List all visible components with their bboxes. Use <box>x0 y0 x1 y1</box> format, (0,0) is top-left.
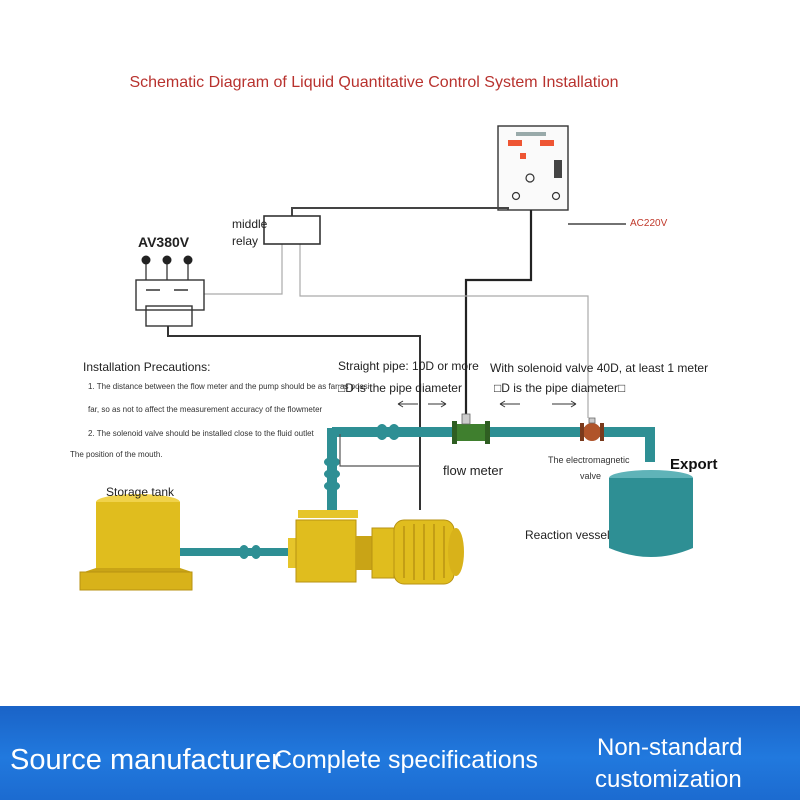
precaution-line1: 1. The distance between the flow meter a… <box>88 382 370 391</box>
relay-label-line2: relay <box>232 234 259 248</box>
banner-non-standard: Non-standard <box>597 734 743 761</box>
banner-complete-specifications: Complete specifications <box>274 746 539 774</box>
reaction-vessel-device <box>609 470 693 557</box>
solenoid-valve-label-line2: valve <box>580 471 602 481</box>
solenoid-valve-label-line1: The electromagnetic <box>548 455 630 465</box>
middle-relay <box>263 215 321 245</box>
promo-banner: Source manufacturer Complete specificati… <box>0 706 800 800</box>
pump-motor-device <box>288 510 464 585</box>
export-label: Export <box>670 456 718 473</box>
banner-source-manufacturer: Source manufacturer <box>10 744 281 776</box>
contactor <box>135 279 205 327</box>
precaution-line2: far, so as not to affect the measurement… <box>88 405 323 414</box>
control-instrument <box>497 125 569 211</box>
flow-meter-label: flow meter <box>443 463 503 478</box>
reaction-vessel-label: Reaction vessel <box>525 528 610 542</box>
storage-tank-label: Storage tank <box>106 485 175 499</box>
straight-pipe-line1: Straight pipe: 10D or more <box>338 359 479 373</box>
power-terminals <box>141 255 193 265</box>
flow-meter-device <box>452 413 490 444</box>
pipe-fittings <box>239 424 400 559</box>
diagram-title: Schematic Diagram of Liquid Quantitative… <box>129 74 619 91</box>
straight-pipe-line2: □D is the pipe diameter <box>338 381 462 395</box>
precautions-heading: Installation Precautions: <box>83 360 211 374</box>
storage-tank-device <box>79 494 193 591</box>
precaution-line4: The position of the mouth. <box>70 450 163 459</box>
relay-label-line1: middle <box>232 217 268 231</box>
ac220v-label: AC220V <box>630 218 668 229</box>
banner-customization: customization <box>595 766 742 793</box>
solenoid-pipe-line2: □D is the pipe diameter□ <box>494 381 626 395</box>
solenoid-pipe-line1: With solenoid valve 40D, at least 1 mete… <box>490 361 709 375</box>
av380v-label: AV380V <box>138 234 190 250</box>
solenoid-valve-device <box>580 417 604 441</box>
dimension-arrows <box>397 400 577 408</box>
precaution-line3: 2. The solenoid valve should be installe… <box>88 429 314 438</box>
pump-to-flowmeter-line <box>339 434 420 467</box>
